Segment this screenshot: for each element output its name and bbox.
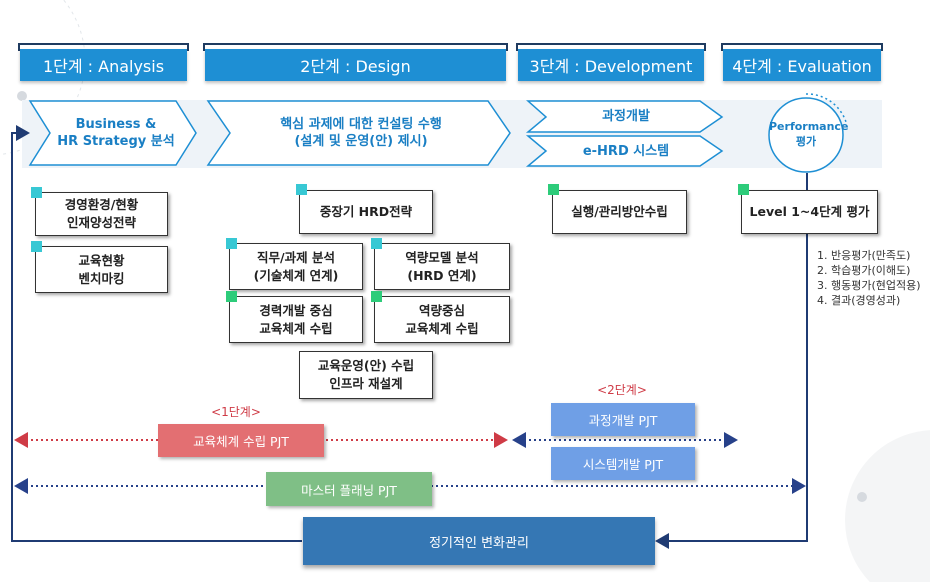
evaluation-list: 1. 반응평가(만족도) 2. 학습평가(이해도) 3. 행동평가(현업적용) … [817,248,921,308]
system-development-pjt: 시스템개발 PJT [551,447,695,480]
marker-square [371,291,382,302]
education-system-pjt: 교육체계 수립 PJT [158,424,324,457]
box-execution-plan: 실행/관리방안수립 [552,190,687,234]
change-management: 정기적인 변화관리 [303,517,655,565]
chevron-dev-top [525,100,724,133]
marker-square [296,184,307,195]
box-job-analysis: 직무/과제 분석 (기술체계 연계) [229,243,363,290]
chevron-dev-bottom [525,135,724,167]
performance-text: Performance 평가 [769,119,849,149]
analysis-line2: HR Strategy 분석 [57,134,175,149]
phase-bracket [721,43,883,51]
feedback-loop-right [655,173,808,549]
master-planning-pjt: 마스터 플래닝 PJT [266,472,432,506]
box-career-development: 경력개발 중심 교육체계 수립 [229,296,363,343]
box-line: 교육체계 수립 [405,320,479,336]
box-line: 직무/과제 분석 [257,249,335,265]
dev-ehrd: e-HRD 시스템 [582,143,670,159]
box-competency-model: 역량모델 분석 (HRD 연계) [374,243,510,290]
stage1-label: <1단계> [211,405,261,419]
design-line1: 핵심 과제에 대한 컨설팅 수행 [280,117,442,132]
phase-development: 3단계 : Development [518,49,704,81]
phase-bracket [203,43,508,51]
box-line: 교육운영(안) 수립 [317,358,415,373]
analysis-line1: Business & [75,117,157,132]
performance-line1: Performance [769,120,849,133]
phase-analysis: 1단계 : Analysis [20,49,187,81]
course-development-pjt: 과정개발 PJT [551,403,695,436]
box-line: 역량모델 분석 [405,249,479,265]
box-line: 경영환경/현황 [64,197,139,212]
box-education-status: 교육현황 벤치마킹 [35,246,168,293]
marker-square [226,238,237,249]
performance-circle [768,97,844,173]
phase-design: 2단계 : Design [205,49,506,81]
marker-square [738,184,749,195]
box-line: 벤치마킹 [78,270,125,286]
phase-bracket [18,43,189,51]
marker-square [31,241,42,252]
phase-evaluation: 4단계 : Evaluation [723,49,881,81]
marker-square [31,187,42,198]
evaluation-list-item: 3. 행동평가(현업적용) [817,279,921,292]
marker-square [548,184,559,195]
box-line: 교육체계 수립 [259,320,333,336]
chevron-design [206,100,511,166]
chevron-design-text: 핵심 과제에 대한 컨설팅 수행 (설계 및 운영(안) 제시) [228,101,494,165]
box-line: (HRD 연계) [407,267,477,283]
stage2-label: <2단계> [597,383,647,397]
box-line: 역량중심 [418,302,465,318]
design-line2: (설계 및 운영(안) 제시) [294,134,428,149]
performance-line2: 평가 [795,135,817,148]
box-line: 경력개발 중심 [259,302,333,318]
box-level-evaluation: Level 1~4단계 평가 [741,190,878,234]
box-line: 인프라 재설계 [329,376,403,391]
chevron-analysis [28,100,197,166]
feedback-loop-left [11,125,302,542]
box-line: 인재양성전략 [66,215,136,230]
phase-bracket [516,43,706,51]
box-hrd-strategy: 중장기 HRD전략 [299,190,433,234]
evaluation-list-item: 2. 학습평가(이해도) [817,264,911,277]
evaluation-list-item: 1. 반응평가(만족도) [817,249,911,262]
box-line: 교육현황 [78,252,125,268]
box-competency-education: 역량중심 교육체계 수립 [374,296,510,343]
box-operation-plan: 교육운영(안) 수립 인프라 재설계 [299,351,433,399]
chevron-analysis-text: Business & HR Strategy 분석 [48,101,184,165]
box-line: (기술체계 연계) [253,267,339,283]
marker-square [371,238,382,249]
box-business-environment: 경영환경/현황 인재양성전략 [35,192,168,236]
marker-square [226,291,237,302]
dev-course: 과정개발 [602,109,650,124]
evaluation-list-item: 4. 결과(경영성과) [817,294,901,307]
